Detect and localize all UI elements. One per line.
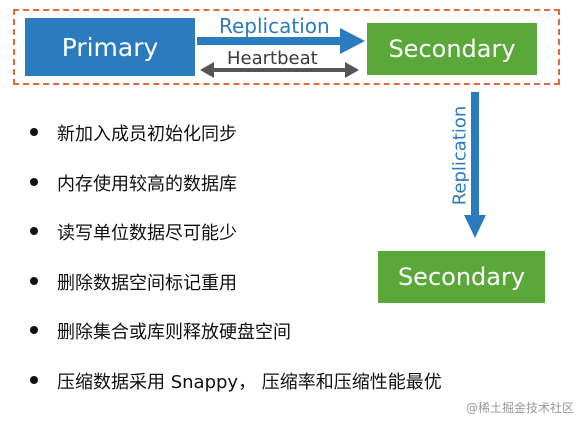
bullet-text: 压缩数据采用 Snappy， 压缩率和压缩性能最优 — [57, 371, 442, 393]
bullet-text: 删除集合或库则释放硬盘空间 — [57, 322, 291, 343]
bullet-text: 删除数据空间标记重用 — [57, 272, 237, 294]
replication-label: Replication — [219, 14, 330, 38]
bullet-list: 新加入成员初始化同步 内存使用较高的数据库 读写单位数据尽可能少 删除数据空间标… — [30, 120, 442, 417]
primary-label: Primary — [61, 32, 159, 62]
bullet-text: 内存使用较高的数据库 — [57, 173, 237, 195]
bullet-item: 删除数据空间标记重用 — [30, 269, 442, 319]
primary-node: Primary — [25, 18, 195, 76]
replication-vertical-label: Replication — [449, 105, 471, 205]
bullet-item: 压缩数据采用 Snappy， 压缩率和压缩性能最优 — [30, 368, 442, 418]
bullet-item: 内存使用较高的数据库 — [30, 170, 442, 220]
bullet-item: 删除集合或库则释放硬盘空间 — [30, 318, 442, 368]
bullet-dot-icon — [30, 227, 38, 235]
replication-vertical-label-wrap: Replication — [440, 100, 480, 210]
bullet-text: 新加入成员初始化同步 — [57, 124, 237, 145]
bullet-dot-icon — [30, 375, 38, 384]
secondary-node-bottom: Secondary — [378, 251, 545, 303]
replication-vertical-arrow — [464, 92, 486, 238]
secondary-bottom-label: Secondary — [397, 263, 526, 291]
secondary-top-label: Secondary — [388, 35, 516, 63]
bullet-dot-icon — [30, 276, 38, 285]
heartbeat-arrow — [200, 62, 359, 78]
bullet-dot-icon — [30, 177, 38, 186]
bullet-dot-icon — [30, 128, 38, 136]
bullet-text: 读写单位数据尽可能少 — [57, 223, 237, 244]
replica-set-frame — [13, 9, 560, 85]
heartbeat-label: Heartbeat — [227, 48, 318, 69]
bullet-item: 新加入成员初始化同步 — [30, 120, 442, 170]
bullet-dot-icon — [30, 326, 38, 334]
watermark: @稀土掘金技术社区 — [465, 401, 574, 415]
bullet-item: 读写单位数据尽可能少 — [30, 219, 442, 269]
secondary-node-top: Secondary — [367, 23, 537, 75]
replication-arrow — [197, 28, 365, 54]
